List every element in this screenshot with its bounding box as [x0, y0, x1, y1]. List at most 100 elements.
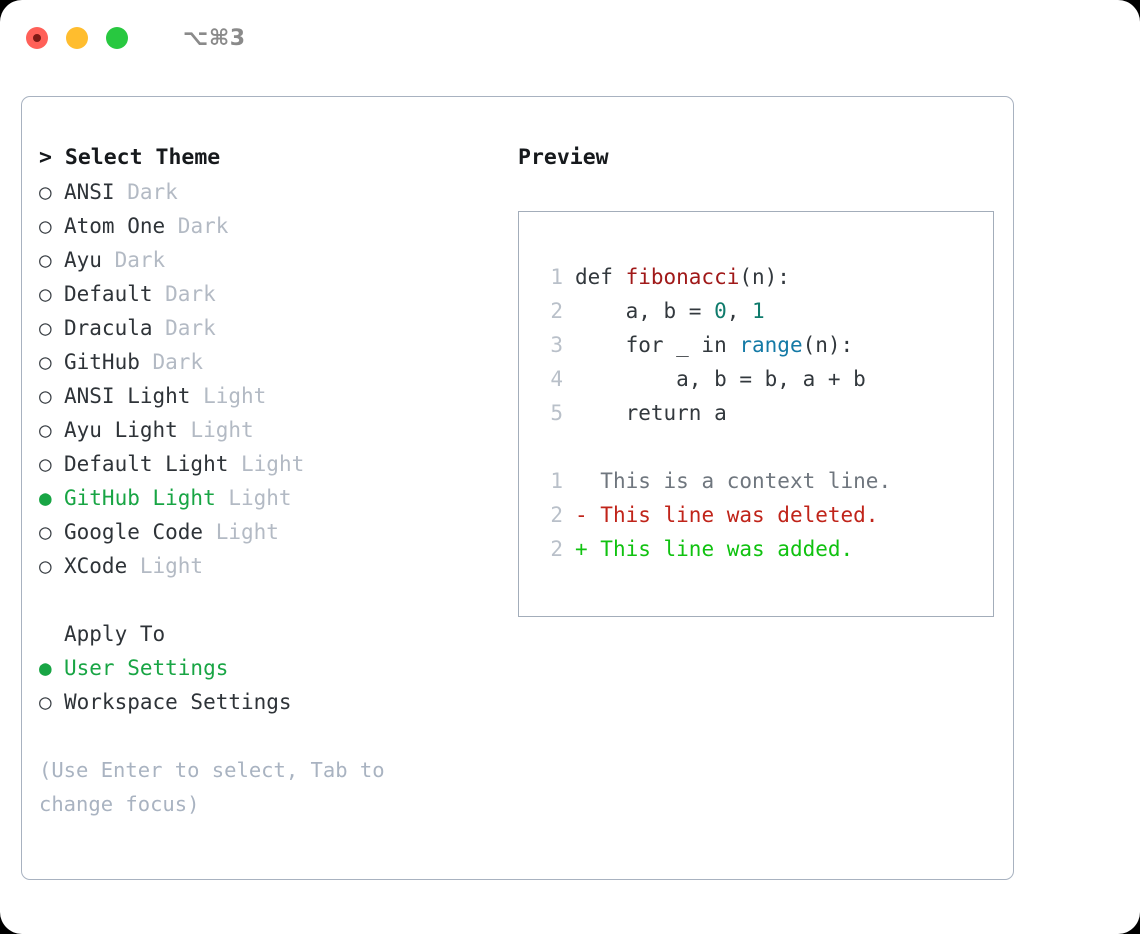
token-plain: (n): [802, 333, 854, 357]
close-button-icon[interactable] [26, 27, 48, 49]
keyboard-hint: (Use Enter to select, Tab to change focu… [39, 758, 385, 816]
diff-marker: - [575, 503, 588, 527]
radio-unselected-icon: ○ [39, 690, 52, 714]
theme-name: Ayu Light [64, 418, 178, 442]
theme-name: Google Code [64, 520, 204, 544]
token-plain: return a [575, 401, 727, 425]
page-title: > Select Theme [39, 145, 221, 170]
theme-name: GitHub [64, 350, 140, 374]
theme-option-atom-one[interactable]: ○ Atom One Dark [39, 209, 501, 243]
apply-to-option-user-settings[interactable]: ● User Settings [39, 651, 501, 685]
code-text: a, b = b, a + b [575, 362, 866, 396]
code-text: a, b = 0, 1 [575, 294, 765, 328]
radio-unselected-icon: ○ [39, 316, 52, 340]
spacer [535, 430, 993, 464]
radio-unselected-icon: ○ [39, 282, 52, 306]
theme-name: Dracula [64, 316, 153, 340]
theme-option-default[interactable]: ○Default Dark [39, 277, 501, 311]
line-number: 1 [550, 265, 563, 289]
theme-name: Default [64, 282, 153, 306]
theme-variant-badge: Light [190, 384, 267, 408]
code-text: return a [575, 396, 727, 430]
traffic-lights [26, 27, 128, 49]
theme-name: Atom One [64, 214, 166, 238]
radio-unselected-icon: ○ [39, 384, 52, 408]
main-card: > Select Theme ○ANSI Dark○Atom One Dark○… [21, 96, 1014, 880]
diff-sample: 1 This is a context line.2- This line wa… [535, 464, 993, 566]
keyboard-shortcut-label: ⌥⌘3 [183, 25, 246, 51]
diff-line-deleted: 2- This line was deleted. [535, 498, 993, 532]
theme-name: XCode [64, 554, 128, 578]
theme-option-ansi-light[interactable]: ○ ANSI Light Light [39, 379, 501, 413]
radio-unselected-icon: ○ [39, 452, 52, 476]
apply-to-option-workspace-settings[interactable]: ○ Workspace Settings [39, 685, 501, 719]
theme-option-ayu-light[interactable]: ○ Ayu Light Light [39, 413, 501, 447]
diff-line-added: 2+ This line was added. [535, 532, 993, 566]
theme-list: ○ANSI Dark○Atom One Dark○Ayu Dark○Defaul… [39, 175, 501, 583]
theme-name: GitHub Light [64, 486, 216, 510]
title-bar: ⌥⌘3 [0, 0, 1140, 76]
diff-text: - This line was deleted. [575, 503, 879, 527]
theme-variant-badge: Light [228, 452, 305, 476]
radio-unselected-icon: ○ [39, 418, 52, 442]
theme-option-github[interactable]: ○GitHub Dark [39, 345, 501, 379]
radio-unselected-icon: ○ [39, 214, 52, 238]
code-text: def fibonacci(n): [575, 260, 790, 294]
token-plain: (n): [739, 265, 790, 289]
theme-variant-badge: Light [127, 554, 204, 578]
radio-selected-icon: ● [39, 656, 52, 680]
diff-marker [575, 469, 588, 493]
theme-variant-badge: Dark [101, 248, 166, 272]
line-number: 2 [550, 537, 563, 561]
line-number: 5 [550, 401, 563, 425]
code-line: 2 a, b = 0, 1 [535, 294, 993, 328]
diff-text: This is a context line. [575, 464, 891, 498]
theme-variant-badge: Dark [165, 214, 229, 238]
code-line: 4 a, b = b, a + b [535, 362, 993, 396]
theme-option-dracula[interactable]: ○Dracula Dark [39, 311, 501, 345]
preview-title: Preview [518, 145, 609, 170]
radio-unselected-icon: ○ [39, 180, 52, 204]
maximize-button-icon[interactable] [106, 27, 128, 49]
radio-selected-icon: ● [39, 486, 52, 510]
token-plain: a, b = [575, 299, 715, 323]
line-number: 1 [550, 469, 563, 493]
radio-unselected-icon: ○ [39, 350, 52, 374]
token-plain: a, b = b, a + b [575, 367, 866, 391]
theme-variant-badge: Dark [114, 180, 178, 204]
token-call: range [739, 333, 803, 357]
close-dot-icon [33, 34, 41, 42]
code-sample: 1 def fibonacci(n):2 a, b = 0, 1 3 for _ i… [535, 260, 993, 430]
theme-option-google-code[interactable]: ○ Google Code Light [39, 515, 501, 549]
theme-variant-badge: Light [215, 486, 292, 510]
apply-to-title: Apply To [64, 622, 166, 646]
line-number: 4 [550, 367, 563, 391]
radio-unselected-icon: ○ [39, 520, 52, 544]
radio-unselected-icon: ○ [39, 248, 52, 272]
spacer [39, 583, 501, 617]
theme-selection-pane: > Select Theme ○ANSI Dark○Atom One Dark○… [39, 141, 501, 879]
theme-variant-badge: Light [203, 520, 279, 544]
diff-line-context: 1 This is a context line. [535, 464, 993, 498]
diff-marker: + [575, 537, 588, 561]
code-text: for _ in range(n): [575, 328, 854, 362]
apply-to-label: User Settings [64, 656, 229, 680]
code-line: 1 def fibonacci(n): [535, 260, 993, 294]
theme-option-xcode[interactable]: ○XCode Light [39, 549, 501, 583]
minimize-button-icon[interactable] [66, 27, 88, 49]
token-number: 1 [752, 299, 765, 323]
apply-to-list: ● User Settings ○ Workspace Settings [39, 651, 501, 719]
theme-option-ayu[interactable]: ○ Ayu Dark [39, 243, 501, 277]
line-number: 3 [550, 333, 563, 357]
theme-option-github-light[interactable]: ● GitHub Light Light [39, 481, 501, 515]
token-number: 0 [714, 299, 727, 323]
theme-name: ANSI Light [64, 384, 191, 408]
apply-to-label: Workspace Settings [64, 690, 292, 714]
theme-option-ansi[interactable]: ○ANSI Dark [39, 175, 501, 209]
theme-option-default-light[interactable]: ○Default Light Light [39, 447, 501, 481]
theme-name: Ayu [64, 248, 102, 272]
theme-variant-badge: Light [177, 418, 254, 442]
